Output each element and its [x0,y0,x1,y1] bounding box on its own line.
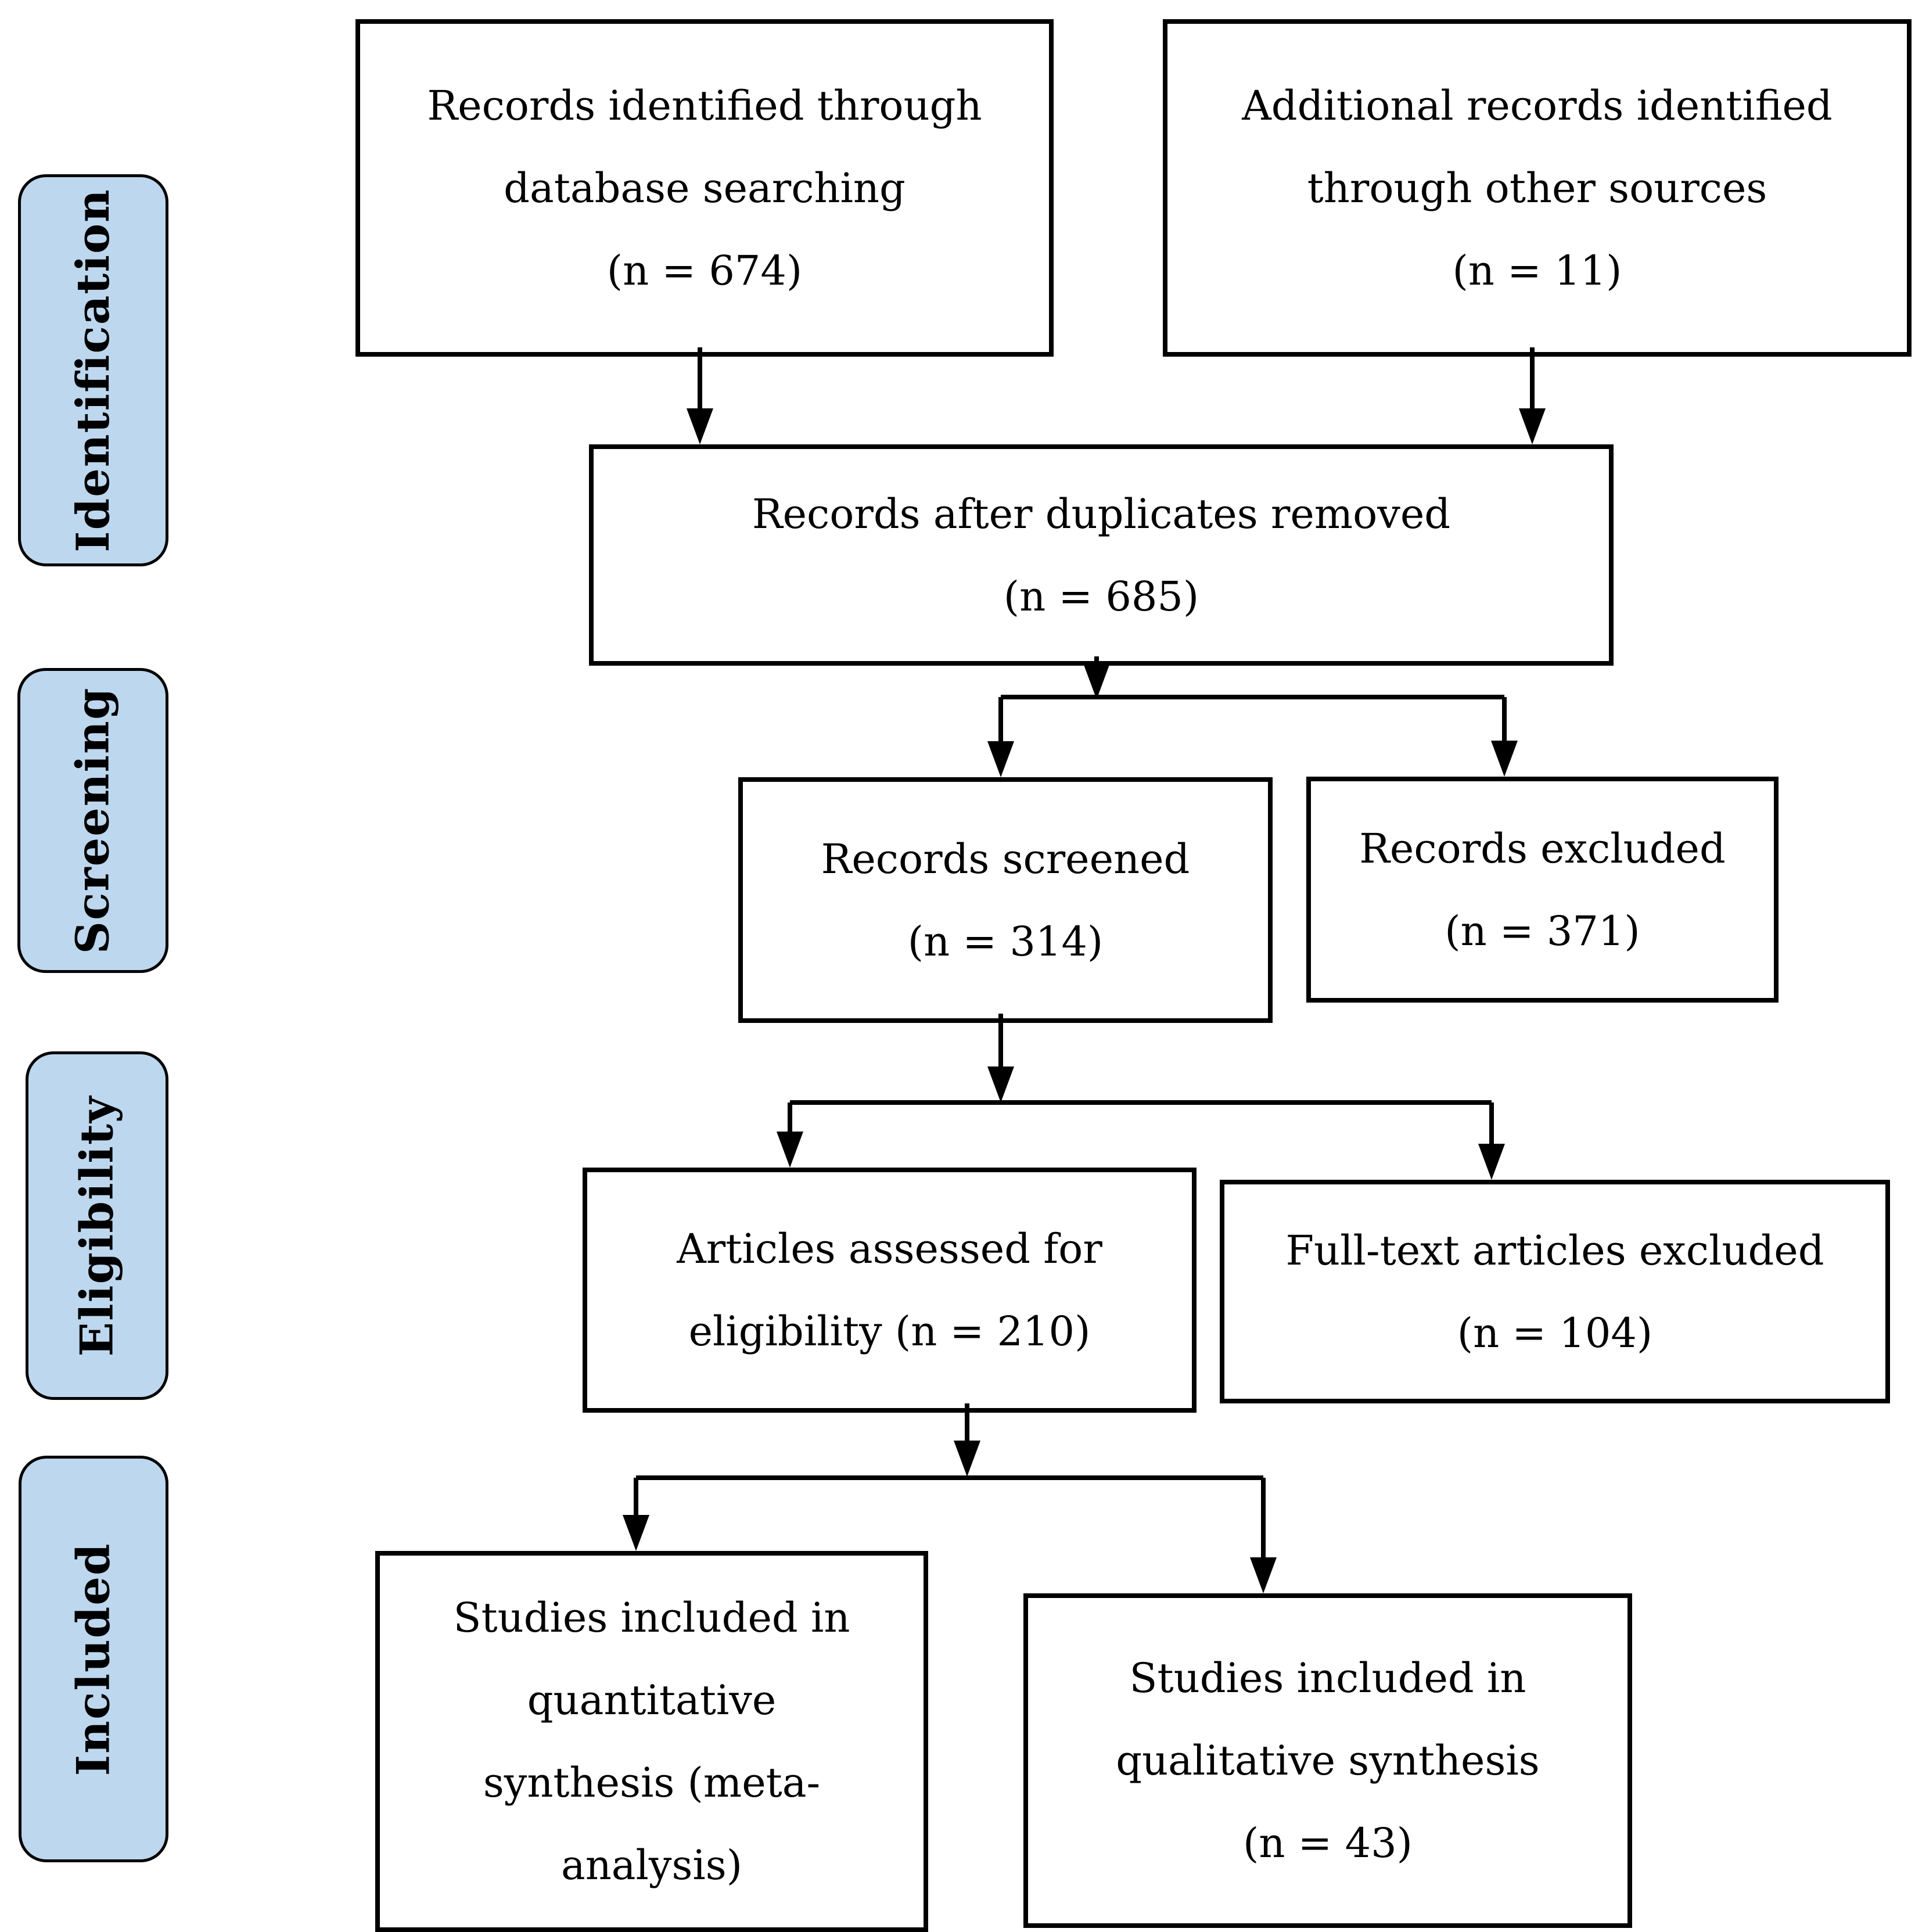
box-text: synthesis (meta- [483,1759,821,1807]
connector-assessed-branch [636,1475,1263,1480]
arrow-down-icon [687,408,713,444]
connector-screened-branch [790,1100,1492,1105]
box-text: through other sources [1307,164,1767,212]
connector-to-screened [998,697,1003,744]
connector-screened-stem [998,1014,1003,1070]
box-text: Studies included in [1129,1654,1526,1702]
arrow-down-icon [1478,1144,1505,1180]
arrow-down-icon [1491,741,1518,777]
box-text: quantitative [527,1676,777,1724]
box-fulltext-excluded: Full-text articles excluded (n = 104) [1220,1180,1890,1403]
connector-to-excluded [1502,697,1507,742]
box-text: eligibility (n = 210) [688,1308,1091,1355]
arrow-down-icon [987,1066,1014,1103]
arrow-down-icon [1519,408,1546,444]
connector-additional-line [1530,347,1535,412]
box-articles-assessed: Articles assessed for eligibility (n = 2… [583,1168,1197,1413]
arrow-down-icon [987,741,1014,777]
box-text: Additional records identified [1242,81,1833,130]
arrow-down-icon [623,1515,649,1551]
box-text: Records excluded [1359,824,1726,872]
connector-dedup-branch [1001,695,1504,699]
stage-screening: Screening [17,668,168,973]
connector-assessed-stem [965,1403,969,1444]
stage-identification-label: Identification [67,188,120,552]
box-records-identified: Records identified through database sear… [355,19,1054,357]
box-text: Studies included in [453,1594,850,1642]
box-text: Articles assessed for [677,1225,1102,1273]
connector-dedup-stem [1094,656,1099,668]
arrow-down-icon [777,1132,803,1168]
box-text: (n = 11) [1452,246,1622,295]
arrow-down-icon [1250,1557,1277,1593]
box-qualitative-synthesis: Studies included in qualitative synthesi… [1023,1593,1632,1928]
box-text: Records screened [821,835,1190,883]
connector-to-quantitative [634,1478,638,1517]
box-additional-records: Additional records identified through ot… [1163,19,1912,357]
box-text: analysis) [561,1841,743,1889]
box-text: (n = 371) [1445,907,1640,955]
connector-to-assessed [788,1103,792,1134]
box-text: (n = 43) [1243,1819,1413,1867]
box-text: (n = 314) [907,917,1104,965]
stage-screening-label: Screening [66,687,120,954]
stage-eligibility: Eligibility [26,1051,168,1400]
box-records-excluded: Records excluded (n = 371) [1306,777,1779,1003]
box-text: (n = 104) [1457,1309,1653,1357]
box-text: (n = 674) [606,246,803,295]
box-duplicates-removed: Records after duplicates removed (n = 68… [589,444,1614,666]
stage-eligibility-label: Eligibility [70,1095,124,1356]
arrow-down-icon [954,1441,980,1477]
connector-to-qualitative [1261,1478,1266,1559]
stage-included: Included [19,1456,168,1862]
stage-included-label: Included [67,1542,120,1776]
connector-to-fulltext-excluded [1489,1103,1494,1146]
box-text: qualitative synthesis [1116,1737,1540,1784]
box-quantitative-synthesis: Studies included in quantitative synthes… [375,1551,928,1932]
box-text: Records identified through [427,81,982,130]
stage-identification: Identification [18,174,168,566]
box-text: Full-text articles excluded [1285,1226,1824,1274]
arrow-down-icon [1083,663,1110,699]
box-text: (n = 685) [1003,572,1199,620]
connector-identified-line [698,347,702,412]
box-text: database searching [504,164,906,212]
box-records-screened: Records screened (n = 314) [738,777,1273,1023]
box-text: Records after duplicates removed [752,490,1451,538]
